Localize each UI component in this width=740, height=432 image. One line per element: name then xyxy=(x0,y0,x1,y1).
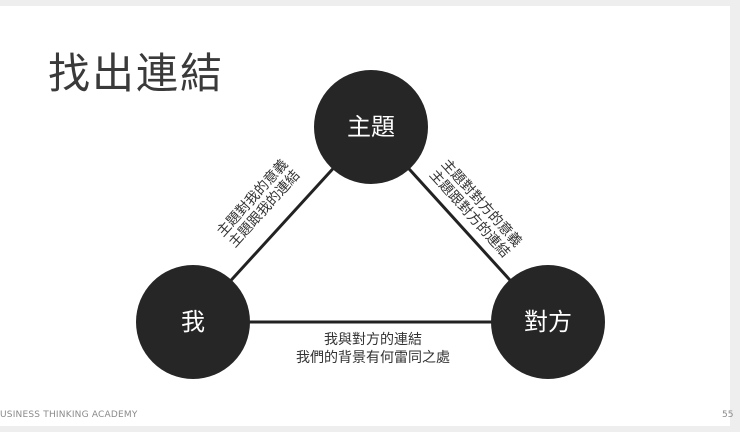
node-me: 我 xyxy=(136,265,250,379)
node-topic-label: 主題 xyxy=(347,113,395,141)
node-me-label: 我 xyxy=(181,308,205,336)
edge-label-left: 主題對我的意義 主題跟我的連結 xyxy=(213,156,303,251)
edge-bottom-line1: 我與對方的連結 xyxy=(324,332,422,348)
edge-label-bottom: 我與對方的連結 我們的背景有何雷同之處 xyxy=(296,332,450,366)
edge-bottom-line2: 我們的背景有何雷同之處 xyxy=(296,350,450,366)
footer-academy-name: USINESS THINKING ACADEMY xyxy=(0,410,138,420)
slide-title: 找出連結 xyxy=(48,49,225,98)
node-other: 對方 xyxy=(491,265,605,379)
page-number: 55 xyxy=(722,410,734,420)
node-other-label: 對方 xyxy=(524,308,572,336)
edge-label-right: 主題對對方的意義 主題跟對方的連結 xyxy=(426,156,525,261)
node-topic: 主題 xyxy=(314,70,428,184)
